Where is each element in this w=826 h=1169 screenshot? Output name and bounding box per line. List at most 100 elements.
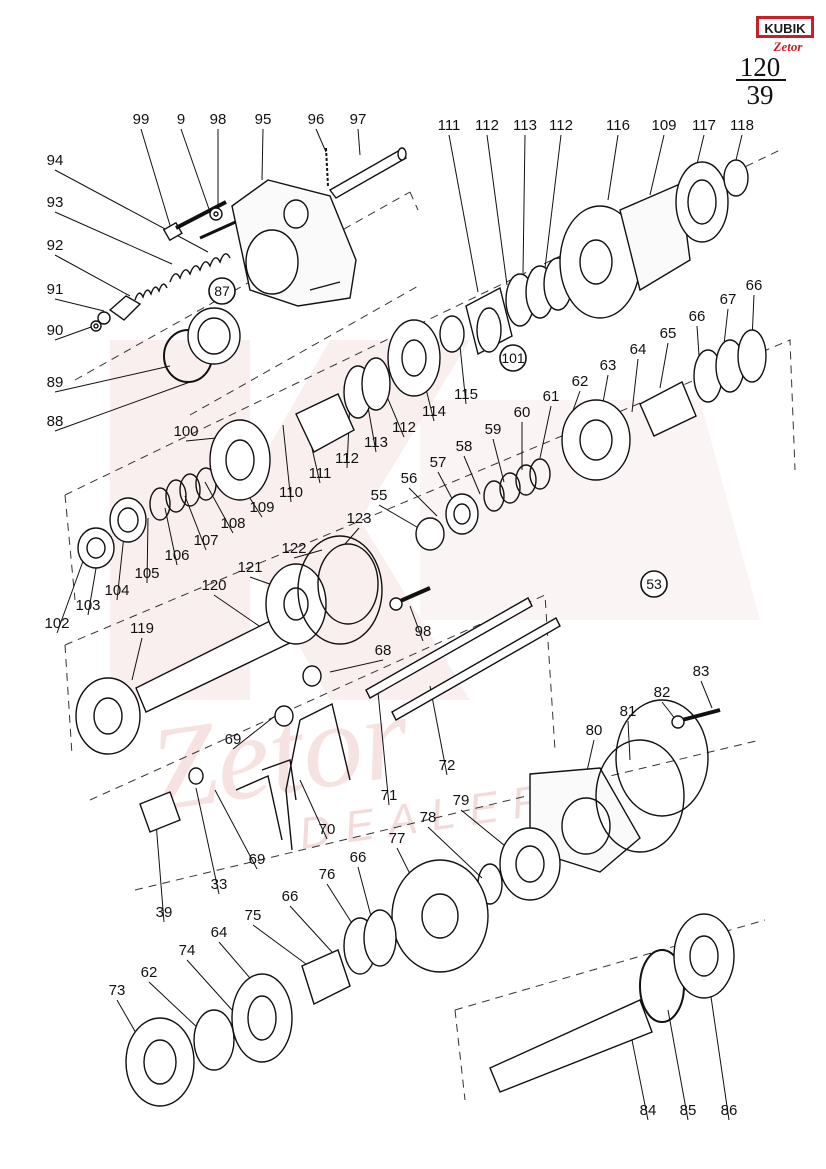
gear-109-100 <box>209 419 271 501</box>
leader-line <box>492 438 505 483</box>
ball-91 <box>97 311 111 325</box>
leader-line <box>667 1009 689 1121</box>
leader-line <box>140 128 173 233</box>
group-label-circle <box>499 344 527 372</box>
part-number-label: 68 <box>375 642 392 659</box>
part-number-label: 86 <box>721 1102 738 1119</box>
part-number-label: 92 <box>47 237 64 254</box>
part-number-label: 104 <box>104 582 129 599</box>
needle-bearing-112-113-top <box>505 257 573 327</box>
part-number-label: 65 <box>660 325 677 342</box>
part-number-label: 112 <box>392 419 416 436</box>
leader-line <box>357 866 373 921</box>
part-number-label: 70 <box>319 821 336 838</box>
watermark-band <box>420 400 760 620</box>
part-number-label: 88 <box>47 413 64 430</box>
cover-80-81 <box>529 699 709 873</box>
page-number: 120 39 <box>736 52 786 110</box>
part-number-label: 105 <box>134 565 159 582</box>
leader-line <box>486 134 508 286</box>
bearing-79 <box>499 827 561 901</box>
leader-line <box>164 507 178 566</box>
part-number-label: 113 <box>364 434 388 451</box>
leader-line <box>204 481 234 534</box>
part-number-label: 95 <box>255 111 272 128</box>
leader-line <box>54 211 173 265</box>
part-number-label: 64 <box>630 341 647 358</box>
part-number-label: 120 <box>201 577 226 594</box>
part-number-label: 108 <box>220 515 245 532</box>
leader-line <box>429 685 448 776</box>
leader-line <box>232 711 281 750</box>
leader-line <box>54 169 209 253</box>
part-number-label: 121 <box>237 559 262 576</box>
watermark-k-shape <box>110 340 470 700</box>
spring-93 <box>134 283 168 301</box>
leader-line <box>522 134 526 274</box>
part-number-label: 116 <box>606 117 630 134</box>
part-number-label: 39 <box>156 904 173 921</box>
part-number-label: 94 <box>47 152 64 169</box>
ring-115 <box>439 315 465 353</box>
part-number-label: 84 <box>640 1102 657 1119</box>
part-number-label: 109 <box>651 117 676 134</box>
leader-line <box>357 128 361 156</box>
part-number-label: 81 <box>620 703 637 720</box>
part-number-label: 113 <box>513 117 537 134</box>
leader-line <box>54 298 105 312</box>
part-number-label: 73 <box>109 982 126 999</box>
leader-line <box>329 659 384 673</box>
part-number-label: 72 <box>439 757 456 774</box>
leader-line <box>213 594 263 629</box>
part-number-label: 97 <box>350 111 367 128</box>
leader-line <box>131 637 143 681</box>
part-number-label: 123 <box>346 510 371 527</box>
washer-98 <box>209 207 223 221</box>
plunger-92 <box>108 295 142 321</box>
logo-brand: KUBIK <box>764 21 806 36</box>
leader-line <box>146 517 149 584</box>
shaft-84 <box>489 999 653 1093</box>
leader-line <box>427 826 483 879</box>
group-label-circle <box>640 570 668 598</box>
synchro-64-lower <box>231 973 293 1063</box>
hub-102 <box>77 527 115 569</box>
leader-line <box>54 365 171 393</box>
group-label-circle <box>208 277 236 305</box>
leader-line <box>459 345 467 405</box>
leader-line <box>344 527 360 545</box>
part-number-label: 80 <box>586 722 603 739</box>
part-number-label: 106 <box>164 547 189 564</box>
screw-90 <box>90 320 102 332</box>
cover-95 <box>231 179 357 307</box>
leader-line <box>408 487 438 517</box>
fork-70 <box>261 702 351 851</box>
part-number-label: 109 <box>249 499 274 516</box>
part-number-label: 90 <box>47 322 64 339</box>
gear-116 <box>559 182 691 319</box>
leader-line <box>627 720 631 761</box>
leader-line <box>539 405 552 459</box>
part-number-label: 61 <box>543 388 560 405</box>
part-number-label: 77 <box>389 830 406 847</box>
part-number-label: 115 <box>454 386 478 403</box>
part-number-label: 98 <box>415 623 432 640</box>
group-label-101: 101 <box>499 344 527 372</box>
part-number-label: 82 <box>654 684 671 701</box>
leader-line <box>409 605 424 642</box>
needle-bearing-66-67 <box>693 329 767 403</box>
bolt-98-lower <box>389 586 431 611</box>
part-number-label: 118 <box>730 117 754 134</box>
gear-62-lower <box>193 1009 235 1071</box>
part-number-label: 107 <box>193 532 218 549</box>
gasket-122-plate-123 <box>297 535 383 645</box>
bearing-57 <box>445 493 479 535</box>
leader-line <box>252 924 307 965</box>
sleeve-111-mid <box>295 393 355 453</box>
leader-line <box>56 549 88 634</box>
bolt-83-washer-82 <box>671 708 721 729</box>
leader-line <box>326 883 356 929</box>
group-label-text: 101 <box>501 350 525 366</box>
leader-line <box>629 1029 649 1121</box>
shaft-97 <box>328 147 408 199</box>
